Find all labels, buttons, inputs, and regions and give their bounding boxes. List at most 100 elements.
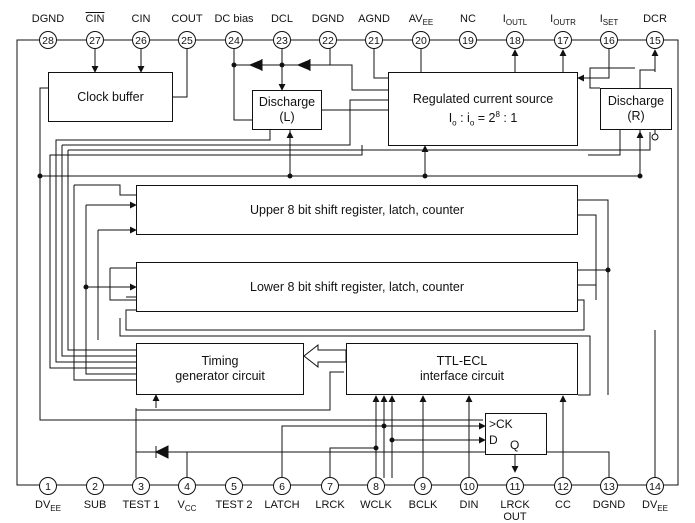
ff-ck-label: >CK <box>489 417 513 431</box>
pin-11-label: LRCK <box>500 499 530 511</box>
pin-19-number: 19 <box>459 31 477 49</box>
pin-14-sub: EE <box>657 504 668 514</box>
pin-24-number: 24 <box>225 31 243 49</box>
pin-4-label: VCC <box>157 499 217 514</box>
pin-15-label: DCR <box>643 13 667 25</box>
ff-d-label: D <box>489 433 498 447</box>
pin-4-sub: CC <box>184 504 197 514</box>
discharge-l-block: Discharge (L) <box>252 90 322 130</box>
pin-4-name: V <box>177 499 185 511</box>
clock-buffer-label: Clock buffer <box>77 89 144 104</box>
pin-21-number: 21 <box>365 31 383 49</box>
upper-shift-register-label: Upper 8 bit shift register, latch, count… <box>250 202 464 217</box>
pin-20-sub: EE <box>422 18 434 28</box>
pin-18-name: I <box>502 13 506 25</box>
pin-16-label: ISET <box>579 13 639 28</box>
pin-16-number: 16 <box>600 31 618 49</box>
pin-5-label: TEST 2 <box>215 499 253 511</box>
discharge-l-sublabel: (L) <box>279 110 295 124</box>
pin-23-number: 23 <box>273 31 291 49</box>
pin-21-label: AGND <box>358 13 390 25</box>
pin-17-name: I <box>550 13 554 25</box>
pin-11-label-line2: OUT <box>503 511 527 523</box>
pin-8-label: WCLK <box>360 499 392 511</box>
eq-sub-a: o <box>452 118 457 128</box>
pin-24-label: DC bias <box>214 13 254 25</box>
pin-7-number: 7 <box>321 477 339 495</box>
pin-7-label: LRCK <box>315 499 345 511</box>
chip-outline <box>16 39 679 486</box>
pin-13-number: 13 <box>600 477 618 495</box>
ttl-ecl-label: TTL-ECL <box>436 354 488 368</box>
pin-3-number: 3 <box>132 477 150 495</box>
pin-9-number: 9 <box>414 477 432 495</box>
pin-14-label: DVEE <box>625 499 685 514</box>
eq-part-d: : 1 <box>499 111 518 125</box>
pin-6-label: LATCH <box>264 499 300 511</box>
pin-11-number: 11 <box>506 477 524 495</box>
upper-shift-register-block: Upper 8 bit shift register, latch, count… <box>136 185 578 235</box>
pin-2-number: 2 <box>86 477 104 495</box>
pin-14-name: DV <box>642 499 658 511</box>
pin-18-number: 18 <box>506 31 524 49</box>
eq-part-c: = 2 <box>474 111 496 125</box>
lower-shift-register-label: Lower 8 bit shift register, latch, count… <box>250 279 464 294</box>
pin-17-sub: OUTR <box>553 18 576 28</box>
pin-25-label: COUT <box>171 13 203 25</box>
pin-1-name: DV <box>35 499 51 511</box>
pin-28-label: DGND <box>31 13 65 25</box>
pin-1-number: 1 <box>39 477 57 495</box>
ttl-ecl-interface-block: TTL-ECL interface circuit <box>346 343 578 395</box>
timing-generator-label: Timing <box>201 354 239 368</box>
pin-20-number: 20 <box>412 31 430 49</box>
discharge-r-label: Discharge <box>607 94 665 108</box>
pin-16-sub: SET <box>602 18 619 28</box>
pin-14-number: 14 <box>646 477 664 495</box>
discharge-r-sublabel: (R) <box>627 109 645 123</box>
pin-4-number: 4 <box>178 477 196 495</box>
pin-10-number: 10 <box>460 477 478 495</box>
current-source-equation: Io : io = 28 : 1 <box>448 109 518 128</box>
pin-19-label: NC <box>460 13 476 25</box>
pin-18-label: IOUTL <box>485 13 545 28</box>
pin-8-number: 8 <box>367 477 385 495</box>
pin-26-number: 26 <box>132 31 150 49</box>
pin-6-number: 6 <box>273 477 291 495</box>
eq-part-b: : i <box>456 111 470 125</box>
pin-20-name: AV <box>408 13 423 25</box>
pin-5-number: 5 <box>225 477 243 495</box>
pin-17-label: IOUTR <box>533 13 593 28</box>
pin-1-sub: EE <box>50 504 61 514</box>
current-source-label: Regulated current source <box>412 92 554 106</box>
eq-part-a: I <box>448 111 453 125</box>
pin-22-number: 22 <box>319 31 337 49</box>
pin-15-number: 15 <box>646 31 664 49</box>
pin-22-label: DGND <box>311 13 345 25</box>
pin-18-sub: OUTL <box>505 18 528 28</box>
discharge-r-block: Discharge (R) <box>600 88 672 130</box>
pin-9-label: BCLK <box>408 499 438 511</box>
lower-shift-register-block: Lower 8 bit shift register, latch, count… <box>136 262 578 312</box>
pin-2-label: SUB <box>83 499 107 511</box>
eq-sup: 8 <box>495 109 500 119</box>
pin-3-label: TEST 1 <box>122 499 160 511</box>
eq-sub-b: o <box>469 118 475 128</box>
ff-q-label: Q <box>510 438 520 452</box>
pin-25-number: 25 <box>178 31 196 49</box>
pin-17-number: 17 <box>554 31 572 49</box>
pin-12-number: 12 <box>554 477 572 495</box>
current-source-block: Regulated current source Io : io = 28 : … <box>388 72 578 146</box>
pin-28-number: 28 <box>39 31 57 49</box>
pin-13-label: DGND <box>592 499 626 511</box>
ttl-ecl-label-2: interface circuit <box>419 369 505 383</box>
timing-generator-label-2: generator circuit <box>175 369 265 383</box>
clock-buffer-block: Clock buffer <box>48 72 173 122</box>
pin-23-label: DCL <box>270 13 293 25</box>
pin-1-label: DVEE <box>18 499 78 514</box>
pin-20-label: AVEE <box>391 13 451 28</box>
pin-16-name: I <box>599 13 603 25</box>
pin-26-label: CIN <box>131 13 151 25</box>
flip-flop-block <box>485 413 547 455</box>
discharge-l-label: Discharge <box>258 95 316 109</box>
